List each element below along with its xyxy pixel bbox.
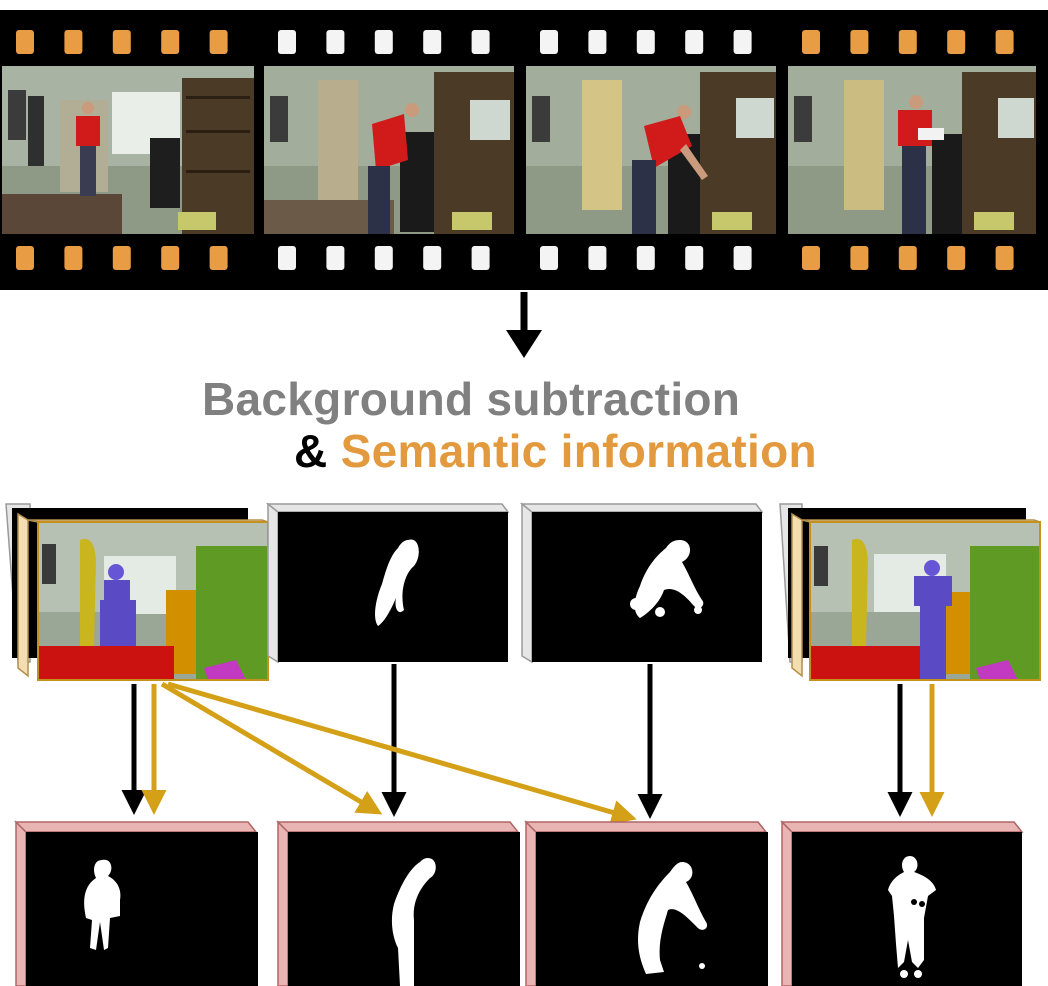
sprocket-hole bbox=[209, 30, 228, 54]
sprocket-hole bbox=[374, 246, 393, 270]
sprocket-hole bbox=[161, 30, 180, 54]
connector-arrows bbox=[121, 664, 945, 825]
sprocket-hole bbox=[423, 246, 442, 270]
caption-ampersand: & bbox=[294, 425, 328, 477]
sprocket-hole bbox=[947, 30, 966, 54]
sprocket-hole bbox=[636, 30, 655, 54]
sprocket-hole bbox=[209, 246, 228, 270]
sprocket-hole bbox=[995, 246, 1014, 270]
semantic-map-stack-1 bbox=[5, 503, 269, 681]
sprocket-hole bbox=[636, 246, 655, 270]
sprocket-hole bbox=[802, 246, 820, 270]
foreground-mask-3 bbox=[519, 502, 764, 664]
sprocket-hole bbox=[588, 246, 607, 270]
caption-semantic-line: & Semantic information bbox=[294, 424, 817, 478]
sprocket-hole bbox=[733, 30, 752, 54]
sprocket-hole bbox=[947, 246, 966, 270]
sprocket-hole bbox=[898, 246, 917, 270]
film-frame-2 bbox=[264, 66, 514, 234]
sprocket-hole bbox=[423, 30, 442, 54]
sprocket-hole bbox=[374, 30, 393, 54]
semantic-map-4 bbox=[810, 522, 1040, 680]
foreground-mask-2 bbox=[265, 502, 510, 664]
arrow-gold-1-to-2 bbox=[160, 681, 383, 815]
sprocket-hole bbox=[64, 30, 83, 54]
semantic-map-1 bbox=[38, 522, 268, 680]
caption: Background subtraction & Semantic inform… bbox=[0, 372, 1048, 482]
sprocket-hole bbox=[112, 246, 131, 270]
film-strip bbox=[0, 10, 1048, 290]
sprocket-hole bbox=[685, 246, 704, 270]
sprocket-hole bbox=[995, 30, 1014, 54]
sprocket-hole bbox=[802, 30, 820, 54]
sprocket-hole bbox=[64, 246, 83, 270]
sprocket-hole bbox=[161, 246, 180, 270]
sprocket-hole bbox=[112, 30, 131, 54]
sprocket-hole bbox=[471, 30, 490, 54]
sprocket-hole bbox=[326, 246, 345, 270]
film-frame-4 bbox=[788, 66, 1036, 234]
refined-mask-4 bbox=[780, 820, 1024, 986]
sprocket-hole bbox=[898, 30, 917, 54]
sprocket-hole bbox=[278, 30, 296, 54]
sprocket-hole bbox=[278, 246, 296, 270]
down-arrow-icon bbox=[506, 292, 542, 358]
sprocket-hole bbox=[540, 30, 558, 54]
sprocket-hole bbox=[16, 30, 34, 54]
arrow-gold-1-to-3 bbox=[167, 681, 637, 825]
sprocket-hole bbox=[471, 246, 490, 270]
semantic-map-stack-4 bbox=[779, 503, 1041, 681]
sprocket-hole bbox=[685, 30, 704, 54]
caption-semantic-information: Semantic information bbox=[340, 425, 817, 477]
sprocket-hole bbox=[850, 246, 869, 270]
caption-background-subtraction: Background subtraction bbox=[202, 373, 741, 425]
sprocket-hole bbox=[16, 246, 34, 270]
sprocket-hole bbox=[540, 246, 558, 270]
refined-mask-3 bbox=[524, 820, 768, 986]
sprockets-top-row bbox=[16, 30, 1014, 54]
sprocket-hole bbox=[733, 246, 752, 270]
sprocket-hole bbox=[326, 30, 345, 54]
sprocket-hole bbox=[588, 30, 607, 54]
film-frame-3 bbox=[526, 66, 776, 234]
film-frame-1 bbox=[2, 66, 254, 234]
refined-mask-1 bbox=[14, 820, 258, 986]
sprocket-hole bbox=[850, 30, 869, 54]
sprockets-bottom-row bbox=[16, 246, 1014, 270]
refined-mask-2 bbox=[276, 820, 520, 986]
